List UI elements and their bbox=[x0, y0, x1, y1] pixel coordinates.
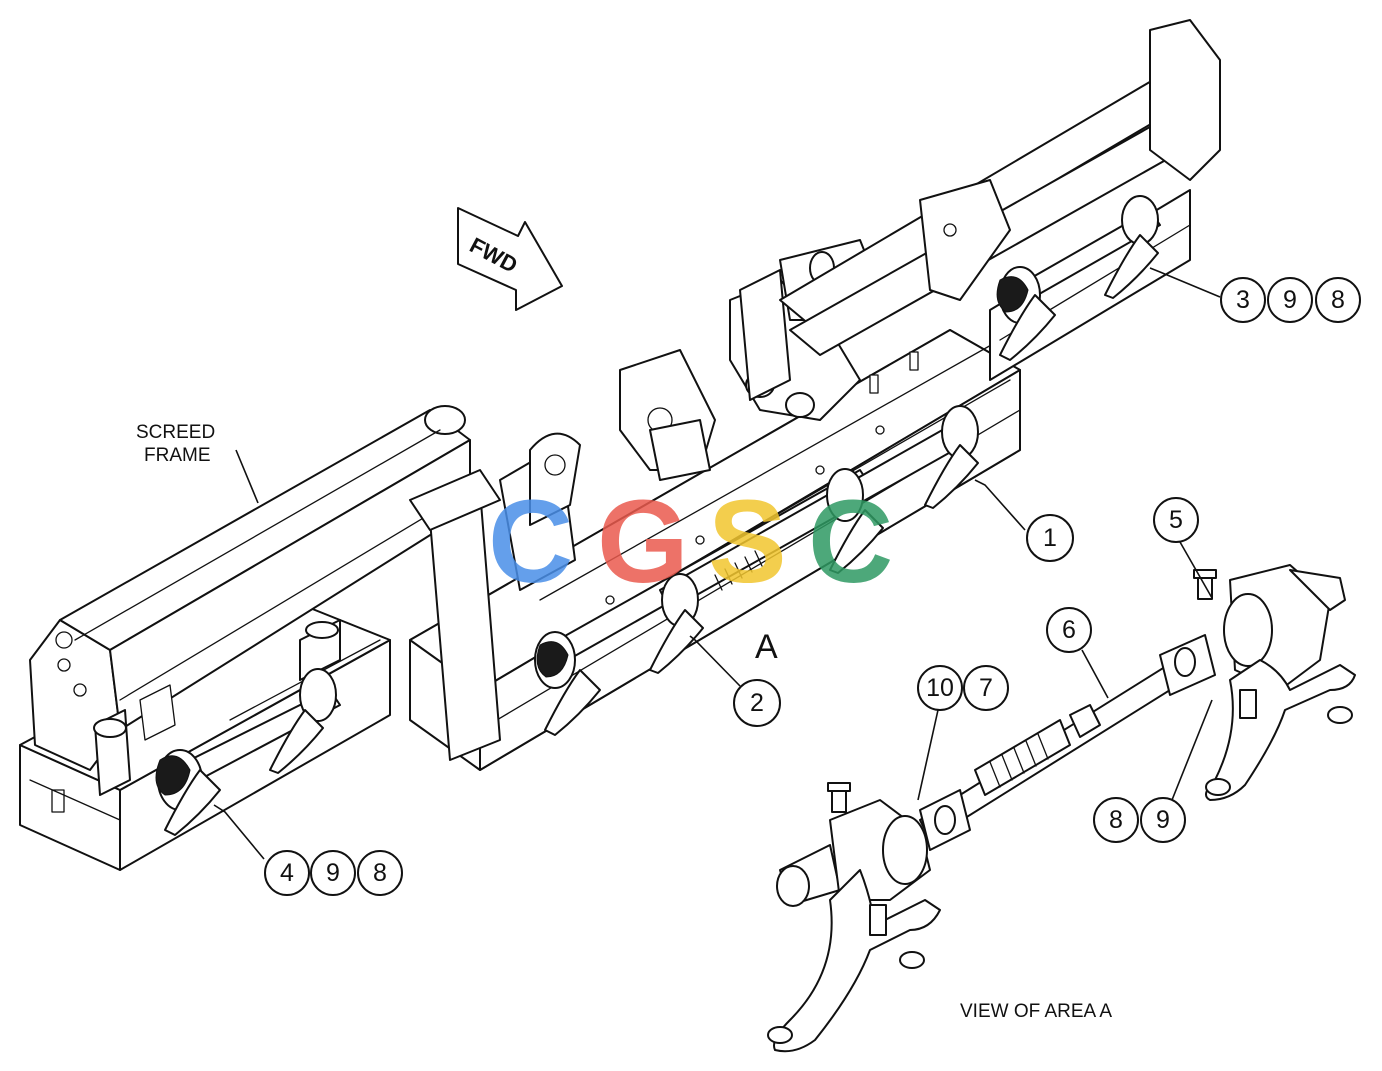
center-shaft-spline bbox=[714, 550, 763, 591]
watermark-letter-4: C bbox=[808, 476, 893, 608]
screed-frame-label-line1: SCREED bbox=[136, 422, 215, 443]
screed-frame-center bbox=[409, 239, 1021, 771]
detail-shaft-spline bbox=[989, 733, 1049, 788]
callout-1: 1 bbox=[1026, 514, 1074, 562]
u-joint-left bbox=[919, 789, 971, 851]
detail-view-a bbox=[767, 564, 1356, 1053]
fwd-arrow: FWD bbox=[457, 207, 563, 311]
u-joint-right bbox=[1159, 634, 1216, 696]
watermark-letter-1: C bbox=[488, 476, 573, 608]
callout-2-label: 2 bbox=[750, 689, 764, 717]
callout-10: 10 bbox=[926, 674, 954, 702]
view-caption: VIEW OF AREA A bbox=[960, 1001, 1112, 1022]
callout-3: 3 bbox=[1236, 286, 1250, 314]
callout-1-label: 1 bbox=[1043, 524, 1057, 552]
callout-6: 6 bbox=[1046, 607, 1092, 653]
screed-frame-label-line2: FRAME bbox=[144, 445, 211, 466]
callout-4: 4 bbox=[280, 859, 294, 887]
screed-frame-right bbox=[779, 19, 1221, 381]
callout-8: 8 bbox=[1331, 286, 1345, 314]
leader-lines bbox=[213, 267, 1221, 860]
callout-10-7: 10 7 bbox=[917, 665, 1009, 711]
callout-7: 7 bbox=[979, 674, 993, 702]
text-labels: SCREED FRAME A VIEW OF AREA A bbox=[136, 422, 1112, 1022]
watermark-letter-2: G bbox=[597, 476, 689, 608]
callout-2: 2 bbox=[733, 679, 781, 727]
screed-frame-left bbox=[19, 405, 471, 871]
callout-8: 8 bbox=[373, 859, 387, 887]
area-a-marker: A bbox=[755, 628, 778, 666]
callout-3-9-8: 3 9 8 bbox=[1220, 277, 1361, 323]
callout-4-9-8: 4 9 8 bbox=[264, 850, 403, 896]
callout-8: 8 bbox=[1109, 806, 1123, 834]
callout-9: 9 bbox=[326, 859, 340, 887]
callout-5-label: 5 bbox=[1169, 506, 1183, 534]
callout-9: 9 bbox=[1156, 806, 1170, 834]
callout-8-9: 8 9 bbox=[1093, 797, 1186, 843]
callout-9: 9 bbox=[1283, 286, 1297, 314]
watermark-letter-3: S bbox=[708, 476, 787, 608]
callout-6-label: 6 bbox=[1062, 616, 1076, 644]
cgsc-watermark: C G S C bbox=[488, 476, 893, 608]
callout-5: 5 bbox=[1153, 497, 1199, 543]
